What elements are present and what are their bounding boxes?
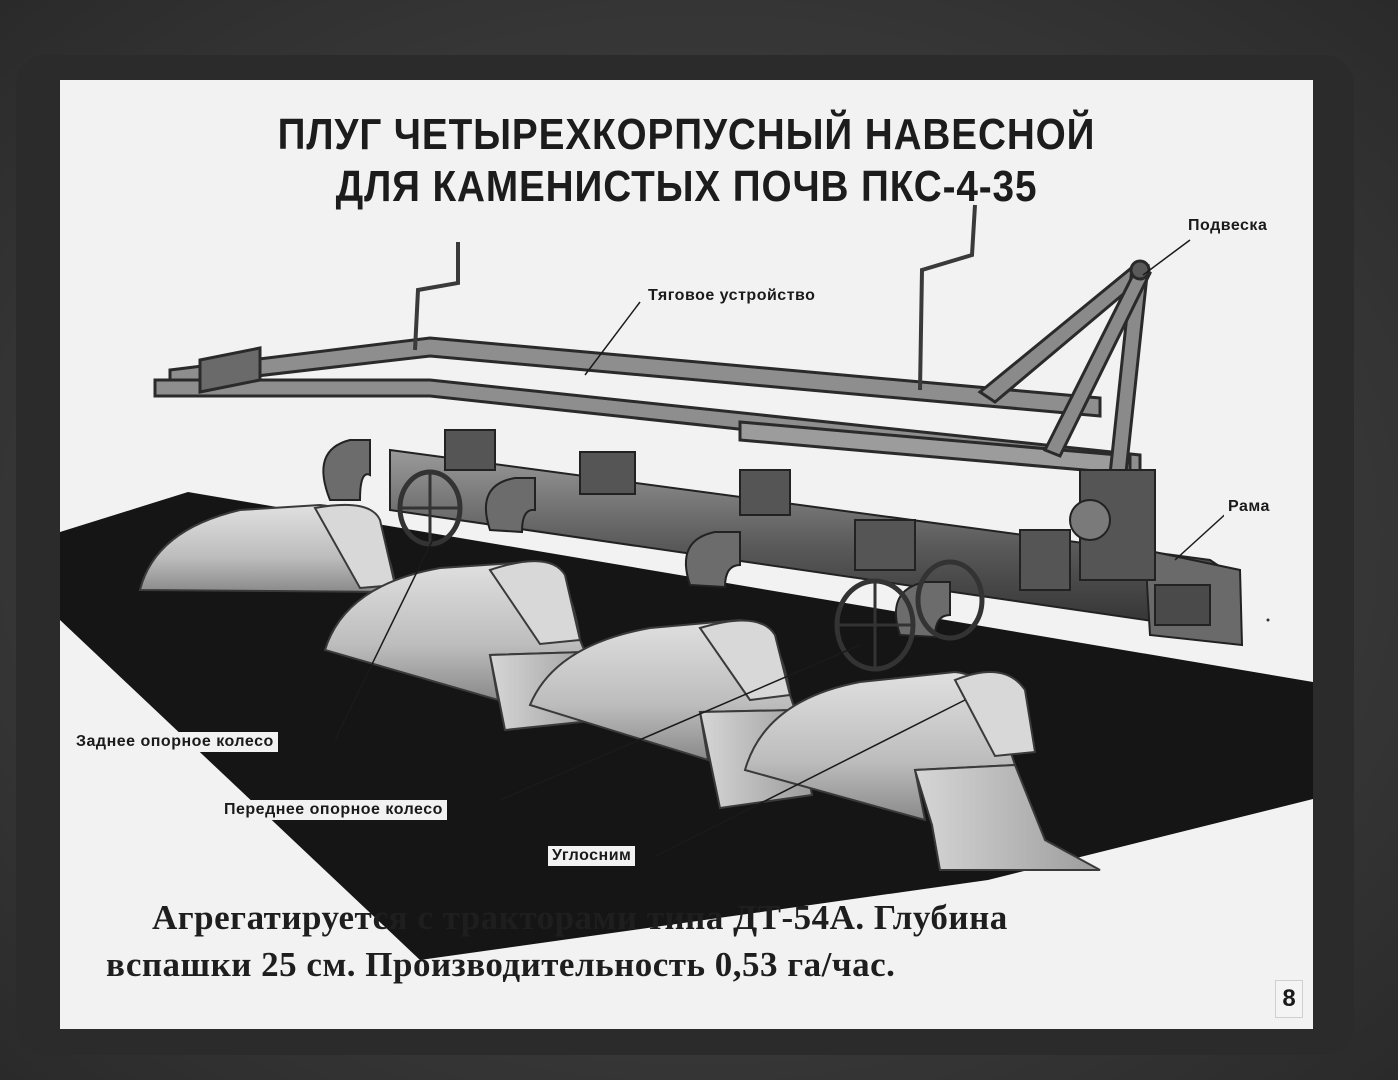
- caption-line-1: Агрегатируется с тракторами типа ДТ-54А.…: [152, 898, 1008, 937]
- label-front-wheel: Переднее опорное колесо: [220, 800, 447, 820]
- label-hitch: Тяговое устройство: [644, 286, 820, 306]
- hitch-rods: [153, 336, 1142, 476]
- moldboard-1: [138, 503, 402, 594]
- plow-standards: [322, 439, 951, 639]
- rear-support-wheel: [397, 469, 463, 547]
- label-suspension: Подвеска: [1184, 216, 1272, 236]
- title-line-1: ПЛУГ ЧЕТЫРЕХКОРПУСНЫЙ НАВЕСНОЙ: [277, 110, 1096, 159]
- frame-beam: [389, 448, 1244, 647]
- front-support-wheel: [834, 559, 985, 672]
- plow-illustration: [60, 204, 1313, 960]
- page-number: 8: [1275, 980, 1303, 1018]
- label-frame: Рама: [1224, 497, 1274, 517]
- label-rear-wheel: Заднее опорное колесо: [72, 732, 278, 752]
- caption-line-2: вспашки 25 см. Производительность 0,53 г…: [106, 945, 896, 984]
- title-line-2: ДЛЯ КАМЕНИСТЫХ ПОЧВ ПКС-4-35: [335, 162, 1038, 211]
- adjustment-rods: [413, 204, 977, 391]
- beam-brackets: [444, 429, 1156, 591]
- slide: ПЛУГ ЧЕТЫРЕХКОРПУСНЫЙ НАВЕСНОЙ ДЛЯ КАМЕН…: [60, 80, 1313, 1029]
- leader-lines: [334, 239, 1231, 857]
- label-skimmer: Углосним: [548, 846, 636, 866]
